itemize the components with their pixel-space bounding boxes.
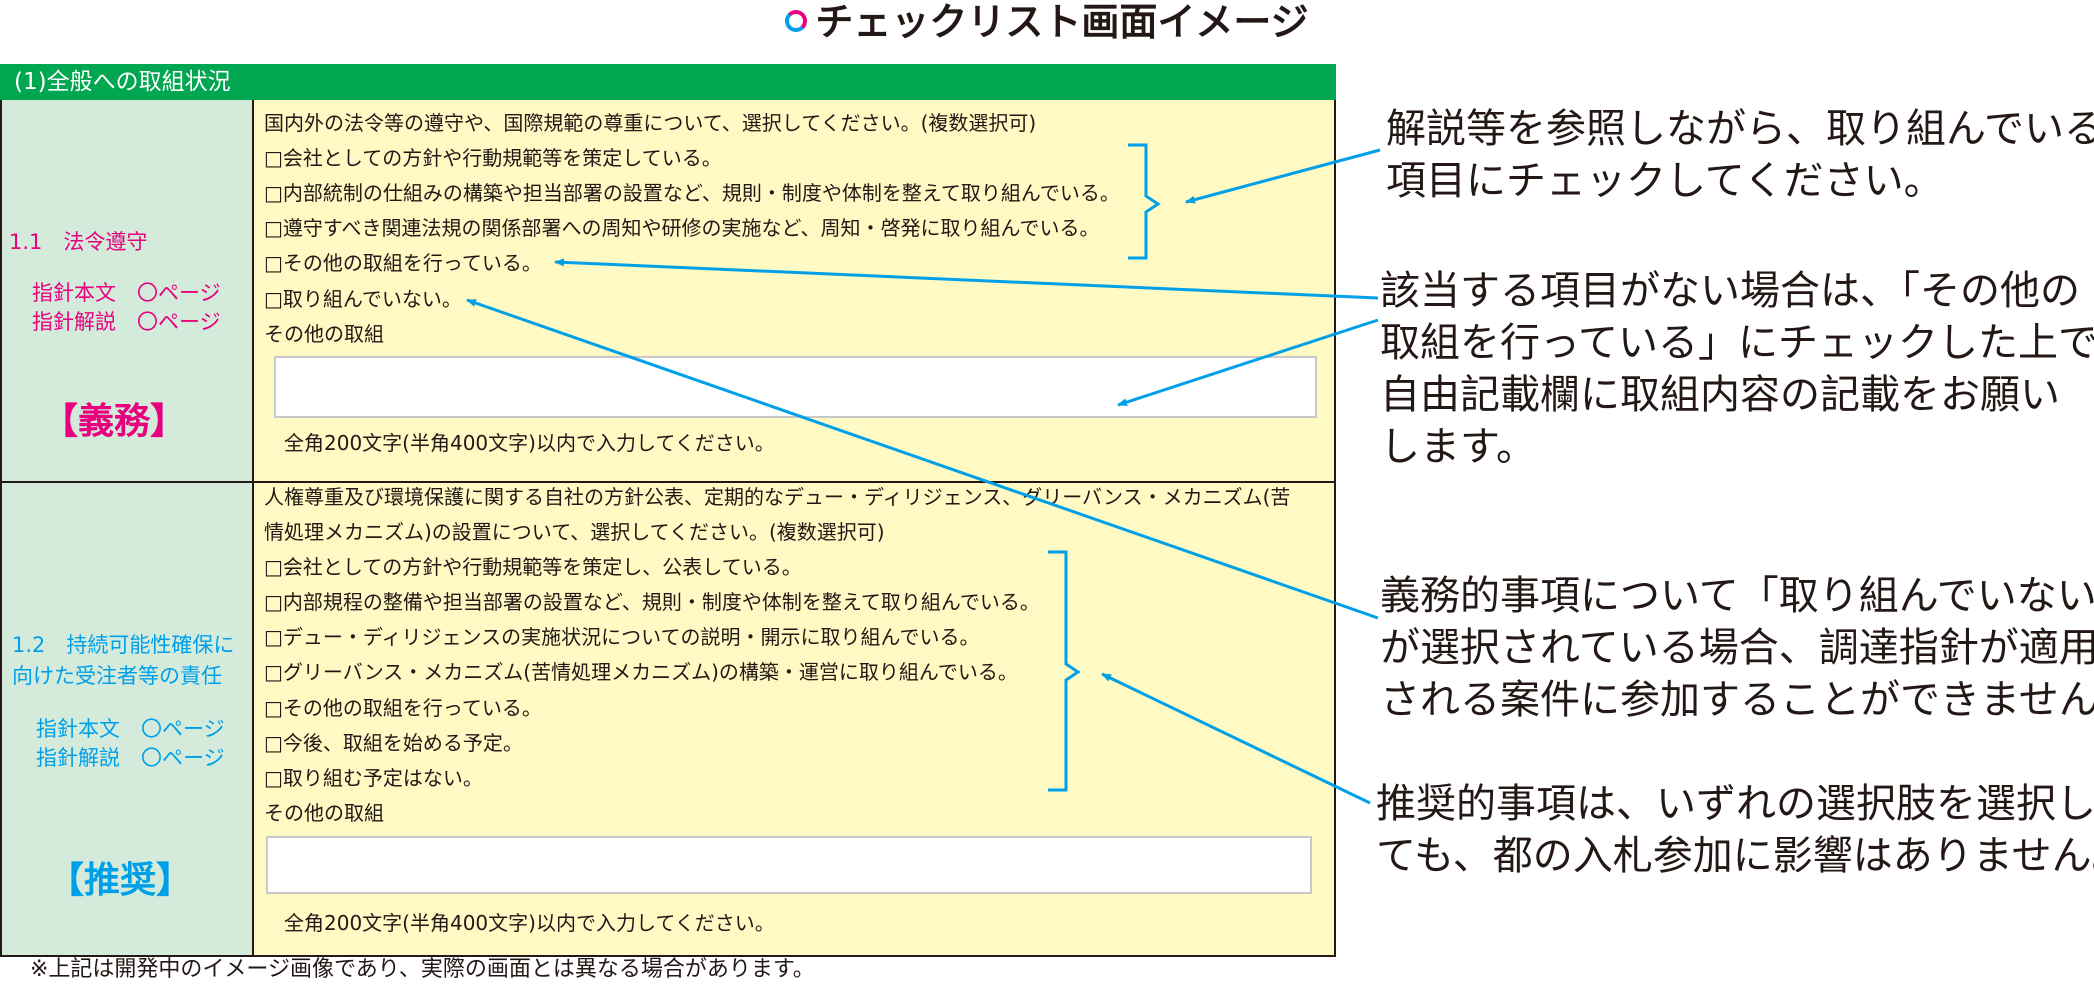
callout-recommend-info: 推奨的事項は、いずれの選択肢を選択し ても、都の入札参加に影響はありません。 [1376, 778, 2094, 882]
disclaimer-footnote: ※上記は開発中のイメージ画像であり、実際の画面とは異なる場合があります。 [30, 957, 815, 982]
checkbox-option[interactable]: □内部規程の整備や担当部署の設置など、規則・制度や体制を整えて取り組んでいる。 [264, 590, 1040, 614]
checkbox-option[interactable]: □グリーバンス・メカニズム(苦情処理メカニズム)の構築・運営に取り組んでいる。 [264, 660, 1018, 684]
checkbox-option[interactable]: □会社としての方針や行動規範等を策定し、公表している。 [264, 555, 802, 579]
other-efforts-input[interactable] [266, 836, 1312, 894]
section-legal-compliance: 1.1 法令遵守 指針本文 〇ページ 指針解説 〇ページ 【義務】 国内外の法令… [0, 100, 1336, 483]
callout-line: 取組を行っている」にチェックした上で、 [1380, 320, 2094, 366]
question-text: 人権尊重及び環境保護に関する自社の方針公表、定期的なデュー・ディリジェンス、グリ… [264, 485, 1291, 509]
callout-other-efforts: 該当する項目がない場合は、「その他の 取組を行っている」にチェックした上で、 自… [1380, 265, 2094, 473]
checkbox-option[interactable]: □会社としての方針や行動規範等を策定している。 [264, 146, 722, 170]
bracket-2 [1048, 550, 1081, 792]
callout-line: ても、都の入札参加に影響はありません。 [1376, 833, 2094, 879]
callout-line: 義務的事項について「取り組んでいない」 [1380, 573, 2094, 619]
checkbox-option[interactable]: □遵守すべき関連法規の関係部署への周知や研修の実施など、周知・啓発に取り組んでい… [264, 216, 1100, 240]
section-content: 国内外の法令等の遵守や、国際規範の尊重について、選択してください。(複数選択可)… [254, 100, 1334, 481]
callout-line: 自由記載欄に取組内容の記載をお願い [1380, 372, 2060, 418]
bracket-1 [1128, 143, 1161, 260]
section-sustainability: 1.2 持続可能性確保に 向けた受注者等の責任 指針本文 〇ページ 指針解説 〇… [0, 483, 1336, 957]
checkbox-option-not-implemented[interactable]: □取り組んでいない。 [264, 287, 462, 311]
section-title-line: 1.2 持続可能性確保に [12, 633, 235, 657]
char-limit-note: 全角200文字(半角400文字)以内で入力してください。 [284, 431, 775, 455]
obligation-badge: 【義務】 [42, 401, 187, 442]
callout-line: される案件に参加することができません。 [1380, 677, 2094, 723]
checkbox-option[interactable]: □今後、取組を始める予定。 [264, 731, 523, 755]
arrow-to-free-text [1117, 318, 1379, 407]
callout-line: 項目にチェックしてください。 [1386, 158, 1944, 204]
checkbox-option[interactable]: □取り組む予定はない。 [264, 766, 483, 790]
callout-line: が選択されている場合、調達指針が適用 [1380, 625, 2094, 671]
char-limit-note: 全角200文字(半角400文字)以内で入力してください。 [284, 911, 775, 935]
callout-line: 推奨的事項は、いずれの選択肢を選択し [1376, 781, 2094, 827]
callout-line: します。 [1380, 424, 1536, 470]
question-text: 情処理メカニズム)の設置について、選択してください。(複数選択可) [264, 520, 885, 544]
arrow-to-bracket-1 [1185, 148, 1381, 204]
checkbox-option[interactable]: □デュー・ディリジェンスの実施状況についての説明・開示に取り組んでいる。 [264, 625, 980, 649]
section-content: 人権尊重及び環境保護に関する自社の方針公表、定期的なデュー・ディリジェンス、グリ… [254, 483, 1334, 955]
other-efforts-label: その他の取組 [264, 801, 384, 825]
page-title: チェックリスト画面イメージ [0, 0, 2094, 44]
section-title: 1.1 法令遵守 [9, 230, 148, 254]
other-efforts-input[interactable] [274, 356, 1317, 418]
callout-line: 解説等を参照しながら、取り組んでいる [1386, 106, 2094, 152]
guideline-refs: 指針本文 〇ページ 指針解説 〇ページ [32, 281, 221, 334]
section-sidebar: 1.1 法令遵守 指針本文 〇ページ 指針解説 〇ページ 【義務】 [2, 100, 254, 481]
checkbox-option-other[interactable]: □その他の取組を行っている。 [264, 251, 542, 275]
section-sidebar: 1.2 持続可能性確保に 向けた受注者等の責任 指針本文 〇ページ 指針解説 〇… [2, 483, 254, 955]
callout-line: 該当する項目がない場合は、「その他の [1380, 268, 2080, 314]
circle-icon [785, 9, 808, 32]
section-title-line: 向けた受注者等の責任 [12, 664, 222, 688]
arrow-to-not-implemented [466, 298, 1379, 620]
callout-not-implemented-warning: 義務的事項について「取り組んでいない」 が選択されている場合、調達指針が適用 さ… [1380, 570, 2094, 726]
recommend-badge: 【推奨】 [48, 860, 193, 901]
arrow-to-bracket-2 [1101, 672, 1371, 805]
guideline-refs: 指針本文 〇ページ 指針解説 〇ページ [36, 717, 225, 770]
checkbox-option-other[interactable]: □その他の取組を行っている。 [264, 696, 542, 720]
question-text: 国内外の法令等の遵守や、国際規範の尊重について、選択してください。(複数選択可) [264, 111, 1037, 135]
other-efforts-label: その他の取組 [264, 322, 384, 346]
arrow-to-other-option [554, 258, 1379, 300]
callout-check-items: 解説等を参照しながら、取り組んでいる 項目にチェックしてください。 [1386, 103, 2094, 207]
checkbox-option[interactable]: □内部統制の仕組みの構築や担当部署の設置など、規則・制度や体制を整えて取り組んで… [264, 181, 1120, 205]
section-header: (1)全般への取組状況 [0, 64, 1336, 100]
